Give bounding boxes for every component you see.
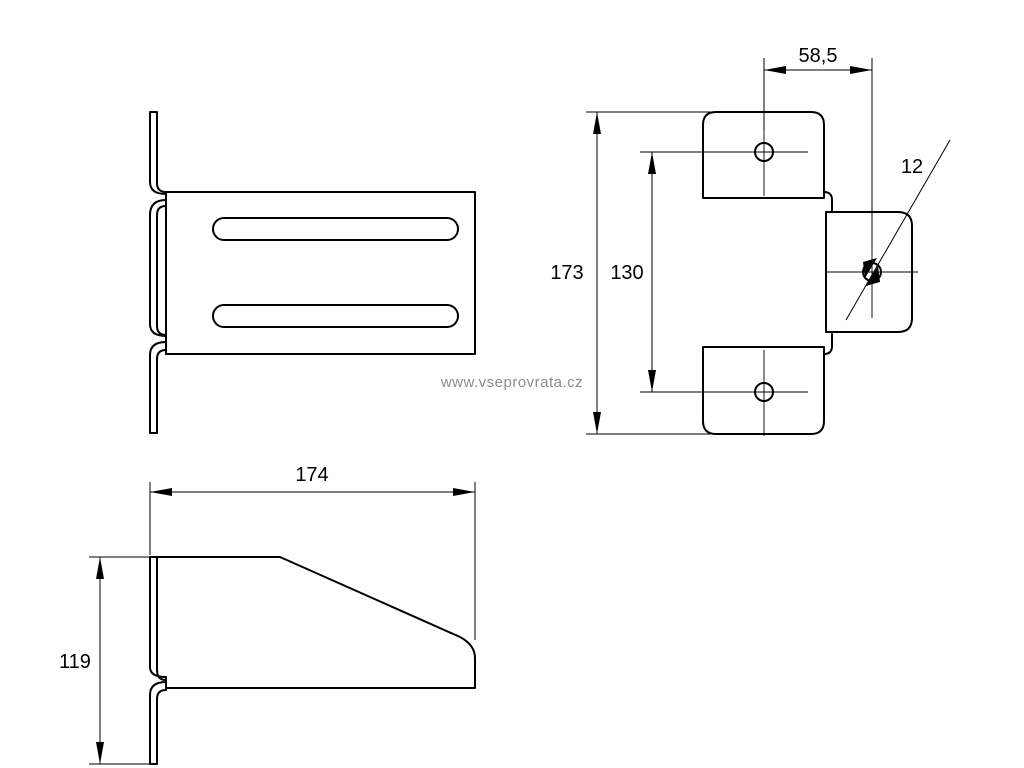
side-view-mounting-plate xyxy=(149,556,167,765)
dimension-label-12: 12 xyxy=(901,156,923,178)
end-view-arm-bend xyxy=(823,191,833,355)
side-view xyxy=(149,556,476,765)
dimension-label-119: 119 xyxy=(59,651,91,673)
top-view-upper-slot xyxy=(212,217,459,241)
side-view-arm xyxy=(156,556,476,689)
top-view-lower-slot xyxy=(212,304,459,328)
dimension-174: 174 xyxy=(149,464,476,640)
dimension-label-173: 173 xyxy=(550,262,583,284)
end-view-center-lines xyxy=(720,130,918,436)
dimension-label-58-5: 58,5 xyxy=(799,45,838,67)
dimension-label-174: 174 xyxy=(295,464,328,486)
end-view-lower-flange xyxy=(702,346,825,435)
dimension-119: 119 xyxy=(59,556,150,765)
top-view-mounting-plate xyxy=(149,111,167,434)
dimension-173: 173 xyxy=(550,111,760,435)
end-view xyxy=(702,111,918,436)
top-view xyxy=(149,111,476,434)
end-view-arm-tab xyxy=(825,211,913,333)
watermark: www.vseprovrata.cz xyxy=(440,374,583,391)
dimension-58-5: 58,5 xyxy=(763,45,873,250)
dimension-label-130: 130 xyxy=(610,262,643,284)
top-view-arm xyxy=(165,191,476,355)
dimension-12: 12 xyxy=(845,139,951,321)
end-view-upper-flange xyxy=(702,111,825,199)
dimension-130: 130 xyxy=(610,151,752,393)
